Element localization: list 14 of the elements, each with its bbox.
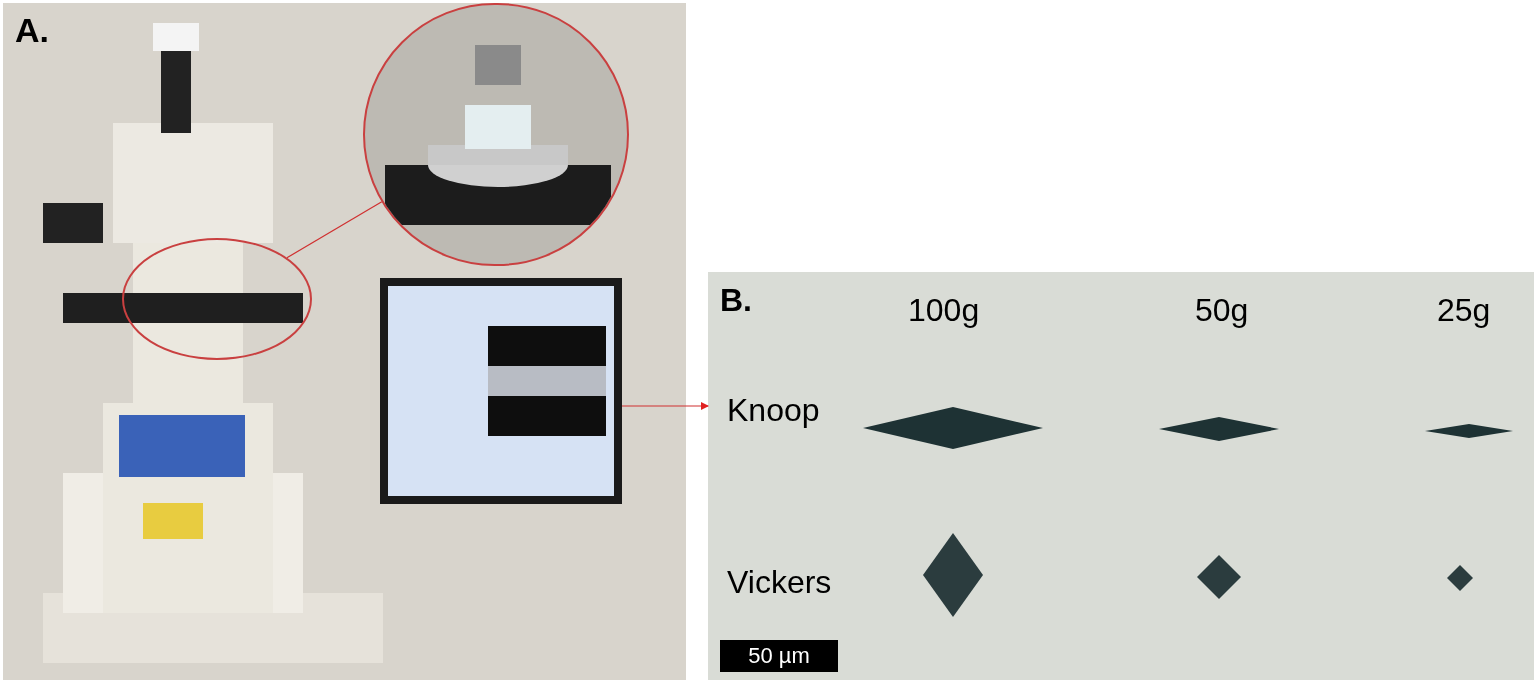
load-label: 50g [1195, 294, 1249, 326]
micrograph-panel [708, 272, 1534, 680]
scale-bar: 50 µm [720, 640, 838, 672]
computer-monitor [380, 278, 622, 504]
connector-line [286, 201, 383, 259]
panel-label: B. [720, 284, 752, 316]
panel-label: A. [15, 13, 49, 47]
load-label: 100g [908, 294, 980, 326]
zoom-circle [122, 238, 312, 360]
arrow [621, 402, 709, 410]
indenter-label: Vickers [727, 566, 832, 598]
lab-photo [3, 3, 686, 680]
load-label: 25g [1437, 294, 1491, 326]
indenter-label: Knoop [727, 394, 820, 426]
